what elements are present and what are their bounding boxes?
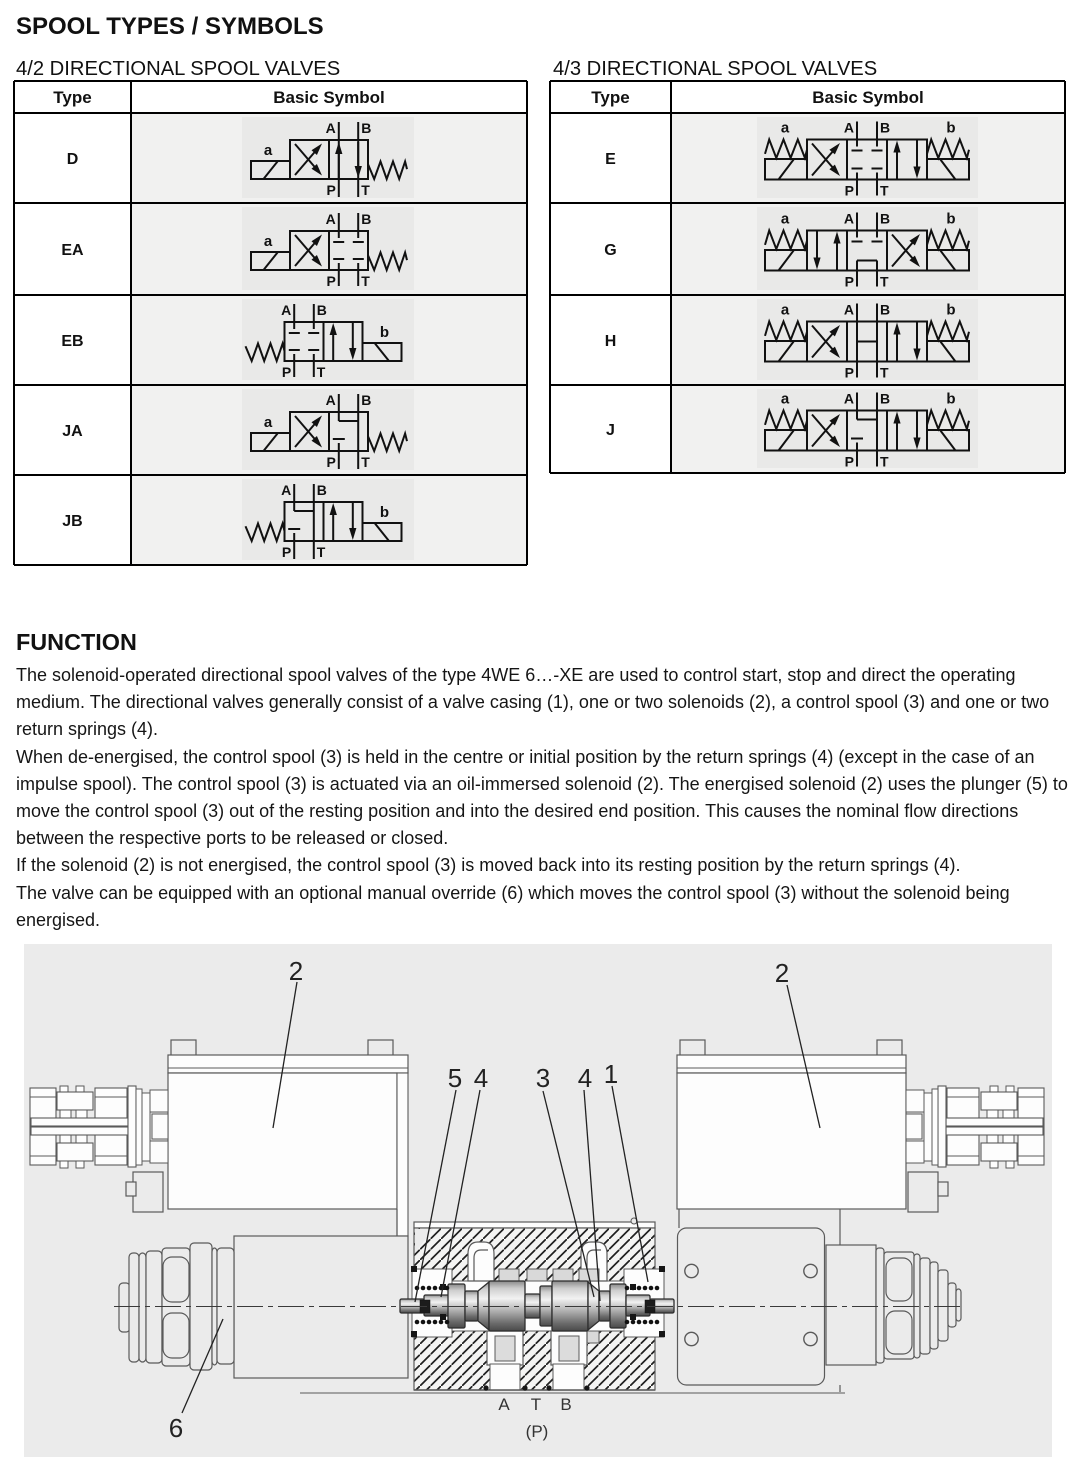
svg-text:G: G	[604, 242, 616, 259]
svg-text:4: 4	[578, 1063, 592, 1093]
svg-text:EB: EB	[61, 333, 83, 350]
svg-text:T: T	[880, 365, 889, 381]
svg-text:a: a	[264, 414, 273, 431]
svg-text:P: P	[845, 274, 854, 290]
svg-text:H: H	[605, 333, 617, 350]
svg-text:JB: JB	[62, 513, 82, 530]
svg-text:T: T	[531, 1395, 541, 1414]
svg-text:Type: Type	[591, 88, 629, 107]
svg-text:J: J	[606, 422, 615, 439]
svg-text:A: A	[281, 482, 291, 498]
svg-text:B: B	[317, 482, 327, 498]
svg-text:B: B	[880, 211, 890, 227]
svg-text:b: b	[946, 120, 955, 137]
svg-text:A: A	[844, 391, 854, 407]
svg-text:b: b	[380, 504, 389, 521]
svg-text:T: T	[880, 183, 889, 199]
svg-text:T: T	[361, 182, 370, 198]
svg-text:A: A	[498, 1395, 510, 1414]
svg-text:B: B	[880, 302, 890, 318]
svg-text:T: T	[361, 454, 370, 470]
svg-text:P: P	[282, 364, 291, 380]
svg-text:D: D	[67, 151, 79, 168]
svg-text:P: P	[326, 273, 335, 289]
svg-text:a: a	[781, 391, 790, 408]
svg-text:B: B	[361, 120, 371, 136]
svg-text:JA: JA	[62, 423, 83, 440]
svg-text:4: 4	[474, 1063, 488, 1093]
svg-text:a: a	[264, 233, 273, 250]
svg-text:B: B	[317, 302, 327, 318]
svg-text:P: P	[326, 182, 335, 198]
svg-text:2: 2	[775, 958, 789, 988]
svg-text:P: P	[845, 454, 854, 470]
svg-text:EA: EA	[61, 242, 84, 259]
svg-text:A: A	[326, 211, 336, 227]
svg-text:E: E	[605, 151, 616, 168]
svg-text:B: B	[880, 391, 890, 407]
svg-text:B: B	[361, 392, 371, 408]
svg-text:T: T	[317, 364, 326, 380]
svg-text:b: b	[946, 302, 955, 319]
svg-text:A: A	[844, 120, 854, 136]
svg-text:B: B	[880, 120, 890, 136]
svg-text:Basic Symbol: Basic Symbol	[273, 88, 385, 107]
svg-text:a: a	[264, 142, 273, 159]
svg-text:A: A	[844, 211, 854, 227]
svg-text:T: T	[317, 544, 326, 560]
svg-text:A: A	[326, 392, 336, 408]
svg-text:3: 3	[536, 1063, 550, 1093]
svg-text:P: P	[282, 544, 291, 560]
svg-text:T: T	[880, 454, 889, 470]
svg-text:A: A	[326, 120, 336, 136]
svg-text:1: 1	[604, 1059, 618, 1089]
svg-text:A: A	[281, 302, 291, 318]
svg-text:b: b	[946, 211, 955, 228]
svg-text:(P): (P)	[526, 1422, 549, 1441]
svg-text:T: T	[361, 273, 370, 289]
svg-text:5: 5	[448, 1063, 462, 1093]
svg-text:A: A	[844, 302, 854, 318]
svg-text:P: P	[845, 365, 854, 381]
svg-text:B: B	[560, 1395, 571, 1414]
svg-text:T: T	[880, 274, 889, 290]
svg-text:a: a	[781, 211, 790, 228]
svg-text:a: a	[781, 120, 790, 137]
svg-text:6: 6	[169, 1413, 183, 1443]
svg-text:Basic Symbol: Basic Symbol	[812, 88, 924, 107]
svg-text:2: 2	[289, 956, 303, 986]
svg-text:a: a	[781, 302, 790, 319]
svg-text:P: P	[845, 183, 854, 199]
svg-text:P: P	[326, 454, 335, 470]
svg-text:b: b	[946, 391, 955, 408]
svg-text:Type: Type	[53, 88, 91, 107]
svg-text:B: B	[361, 211, 371, 227]
svg-text:b: b	[380, 324, 389, 341]
